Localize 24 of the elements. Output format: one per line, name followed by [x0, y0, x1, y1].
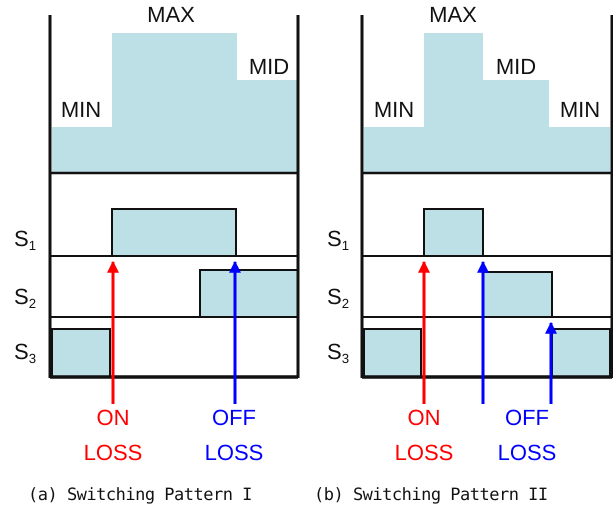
loss-label: ON LOSS: [73, 400, 153, 470]
level-label: MID: [248, 56, 290, 78]
arrow: [545, 322, 557, 404]
level-label: MAX: [429, 4, 477, 26]
signal-label: S$_{2}$: [14, 286, 36, 310]
loss-label: ON LOSS: [384, 400, 464, 470]
signal-label: S$_{1}$: [327, 228, 350, 252]
arrow: [418, 260, 430, 404]
level-label: MIN: [60, 99, 102, 121]
loss-label: OFF LOSS: [487, 400, 567, 470]
signal-label: S$_{3}$: [14, 341, 36, 366]
signal-label: S$_{2}$: [327, 286, 350, 310]
level-label: MAX: [147, 4, 195, 26]
signal-label: S$_{3}$: [327, 341, 350, 366]
arrow: [229, 260, 241, 404]
caption: (a) Switching Pattern I: [28, 487, 252, 504]
level-label: MIN: [374, 99, 414, 121]
level-label: MID: [496, 56, 536, 78]
level-label: MIN: [560, 99, 600, 121]
loss-label: OFF LOSS: [194, 400, 274, 470]
signal-label: S$_{1}$: [14, 228, 36, 252]
caption: (b) Switching Pattern II: [314, 487, 548, 504]
arrow: [107, 260, 119, 404]
arrow: [477, 260, 489, 404]
